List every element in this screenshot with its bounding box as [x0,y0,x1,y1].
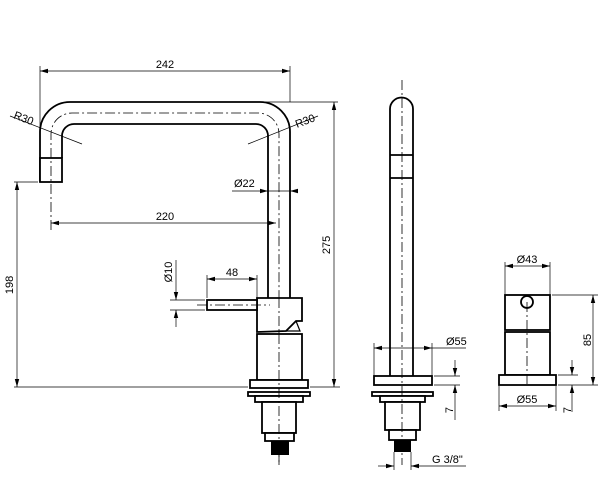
side-thread [394,440,411,452]
dim-thread: G 3/8" [432,454,463,466]
lever-notch [286,320,301,332]
spout-inner [61,123,269,298]
spout-outer [39,101,291,298]
spout-centerline [50,112,280,465]
dim-handle-length: 48 [226,267,238,279]
dim-spout-height: 198 [4,276,16,294]
side-tube [389,96,414,376]
thread [271,441,289,455]
dim-spout-reach: 220 [156,211,174,223]
radius-leader-right [247,115,319,145]
side-base-plate [373,375,433,386]
dim-width-overall: 242 [156,59,174,71]
side-view: Ø55 7 G 3/8" [371,80,467,470]
front-view: 242 275 198 220 Ø22 R30 R30 Ø10 [4,59,340,465]
dim-tube-diameter: Ø22 [234,178,255,190]
dim-height-overall: 275 [321,236,333,254]
dim-side-base-thickness: 7 [444,407,456,413]
mixer-view: Ø43 85 Ø55 7 [498,254,598,413]
dim-radius-left: R30 [12,110,35,128]
dim-mixer-body-diameter: Ø43 [517,254,538,266]
dim-mixer-height: 85 [582,334,594,346]
side-shank [384,401,421,431]
nut-lower [264,432,295,442]
side-nut-lower [388,429,417,441]
lower-body [256,333,303,381]
mixer-lower-body [504,331,551,376]
handle [206,299,258,311]
mixer-base-plate [498,374,557,386]
dim-side-base-diameter: Ø55 [446,336,467,348]
radius-leader-left [9,115,83,145]
dim-handle-diameter: Ø10 [163,262,175,283]
dim-mixer-base-diameter: Ø55 [517,394,538,406]
lever-body [256,297,303,333]
dim-mixer-base-thickness: 7 [562,407,574,413]
dim-radius-right: R30 [294,112,317,130]
